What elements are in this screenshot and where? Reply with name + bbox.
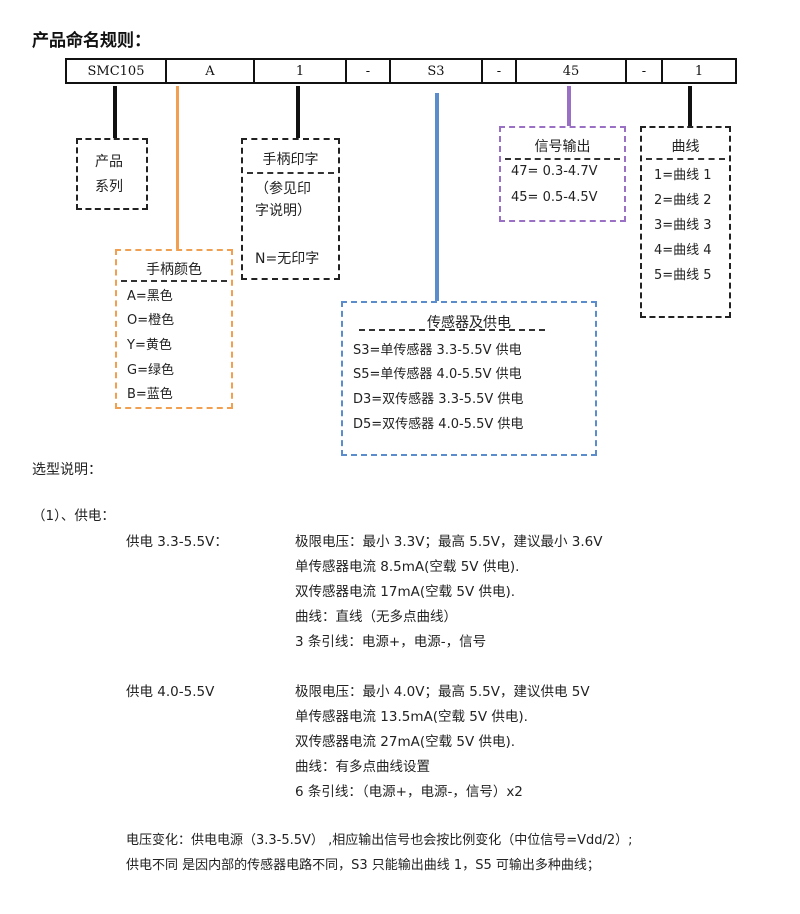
group2-line: 曲线：有多点曲线设置: [295, 759, 430, 775]
group1-label: 供电 3.3-5.5V：: [126, 534, 228, 550]
connector-curve: [688, 86, 692, 126]
box-line: Y=黄色: [127, 338, 172, 353]
box-line: S5=单传感器 4.0-5.5V 供电: [353, 367, 522, 382]
box-line: （参见印: [255, 181, 311, 197]
note-power-difference: 供电不同 是因内部的传感器电路不同，S3 只能输出曲线 1，S5 可输出多种曲线…: [126, 858, 600, 873]
group1-line: 曲线：直线（无多点曲线）: [295, 609, 457, 625]
box-sensor-power: 传感器及供电 S3=单传感器 3.3-5.5V 供电 S5=单传感器 4.0-5…: [341, 301, 597, 456]
group1-line: 3 条引线：电源+，电源-，信号: [295, 634, 487, 650]
box-line: 2=曲线 2: [654, 193, 712, 208]
box-handle-color: 手柄颜色 A=黑色 O=橙色 Y=黄色 G=绿色 B=蓝色: [115, 249, 233, 409]
code-cell-print: 1: [255, 60, 347, 82]
box-line: 5=曲线 5: [654, 268, 712, 283]
divider: [121, 280, 227, 282]
code-cell-dash: -: [483, 60, 517, 82]
box-line: 4=曲线 4: [654, 243, 712, 258]
model-code-row: SMC105 A 1 - S3 - 45 - 1: [65, 58, 737, 84]
item-power-heading: （1）、供电：: [32, 508, 115, 524]
box-line: 产品: [95, 154, 123, 170]
code-cell-signal: 45: [517, 60, 627, 82]
box-line: 47= 0.3-4.7V: [511, 164, 598, 179]
divider: [359, 329, 545, 331]
box-line: O=橙色: [127, 313, 175, 328]
divider: [247, 172, 334, 174]
box-line: 45= 0.5-4.5V: [511, 190, 598, 205]
box-line: B=蓝色: [127, 387, 173, 402]
code-cell-sensor: S3: [391, 60, 483, 82]
box-handle-print: 手柄印字 （参见印 字说明） N=无印字: [241, 138, 340, 280]
group2-line: 双传感器电流 27mA(空载 5V 供电).: [295, 734, 516, 750]
selection-heading: 选型说明：: [32, 462, 102, 478]
box-line: 系列: [95, 179, 123, 195]
group2-line: 极限电压：最小 4.0V；最高 5.5V，建议供电 5V: [295, 684, 590, 700]
group1-line: 单传感器电流 8.5mA(空载 5V 供电).: [295, 559, 520, 575]
code-cell-curve: 1: [694, 63, 704, 79]
box-line: N=无印字: [255, 251, 320, 267]
note-voltage-change: 电压变化：供电电源（3.3-5.5V） ,相应输出信号也会按比例变化（中位信号=…: [126, 833, 633, 848]
box-line: 3=曲线 3: [654, 218, 712, 233]
box-header: 信号输出: [534, 139, 591, 155]
box-line: D3=双传感器 3.3-5.5V 供电: [353, 392, 524, 407]
code-cell-color: A: [167, 60, 255, 82]
page-title: 产品命名规则：: [32, 31, 151, 51]
box-line: S3=单传感器 3.3-5.5V 供电: [353, 343, 522, 358]
group1-line: 双传感器电流 17mA(空载 5V 供电).: [295, 584, 516, 600]
group2-label: 供电 4.0-5.5V: [126, 684, 215, 700]
connector-sensor: [435, 93, 439, 303]
connector-signal: [567, 86, 571, 126]
box-line: 1=曲线 1: [654, 168, 712, 183]
group2-line: 单传感器电流 13.5mA(空载 5V 供电).: [295, 709, 528, 725]
box-header: 传感器及供电: [427, 315, 511, 331]
connector-print: [296, 86, 300, 138]
box-header: 手柄颜色: [146, 262, 202, 278]
box-header: 手柄印字: [262, 152, 319, 168]
group2-line: 6 条引线：（电源+，电源-，信号）x2: [295, 784, 523, 800]
connector-series: [113, 86, 117, 138]
box-line: D5=双传感器 4.0-5.5V 供电: [353, 417, 524, 432]
box-line: 字说明）: [255, 203, 311, 219]
box-line: A=黑色: [127, 289, 173, 304]
divider: [646, 158, 725, 160]
box-product-series: 产品 系列: [76, 138, 148, 210]
box-curve: 曲线 1=曲线 1 2=曲线 2 3=曲线 3 4=曲线 4 5=曲线 5: [640, 126, 731, 318]
divider: [505, 158, 620, 160]
code-cell-series: SMC105: [67, 60, 167, 82]
box-line: G=绿色: [127, 363, 174, 378]
group1-line: 极限电压：最小 3.3V；最高 5.5V，建议最小 3.6V: [295, 534, 603, 550]
code-cell-dash: -: [347, 60, 391, 82]
box-signal-output: 信号输出 47= 0.3-4.7V 45= 0.5-4.5V: [499, 126, 626, 222]
code-cell-dash: -: [627, 60, 663, 82]
connector-color: [176, 86, 179, 250]
box-header: 曲线: [671, 139, 700, 155]
